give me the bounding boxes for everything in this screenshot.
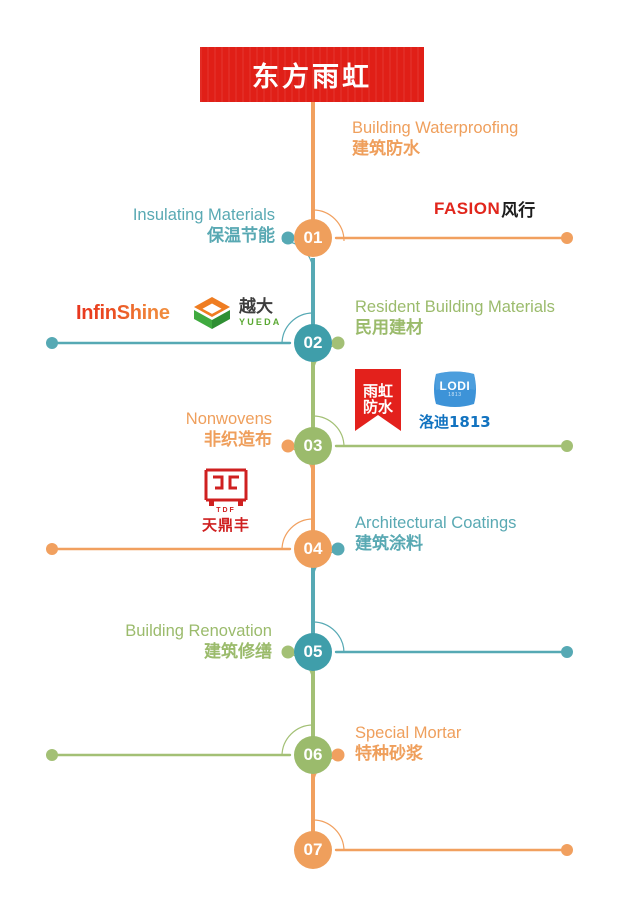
branch-dot-insulating bbox=[281, 231, 295, 245]
node-arc-06-upper bbox=[281, 724, 314, 757]
label-insulating-materials: Insulating Materials 保温节能 bbox=[133, 205, 275, 247]
branch-endpoint-07 bbox=[561, 844, 573, 856]
infinshine-wordmark: InfinShine bbox=[76, 302, 170, 324]
label-building-renovation: Building Renovation 建筑修缮 bbox=[125, 621, 272, 663]
branch-dot-nonwovens bbox=[281, 439, 295, 453]
node-04[interactable]: 04 bbox=[294, 530, 332, 568]
label-en-waterproofing: Building Waterproofing bbox=[352, 119, 519, 137]
label-cn-coatings: 建筑涂料 bbox=[355, 534, 423, 555]
yuhong-chinese-name: 雨虹 防水 bbox=[362, 382, 393, 416]
yuhong-line-2: 防水 bbox=[362, 398, 393, 416]
logo-yuhong: 雨虹 防水 bbox=[355, 369, 401, 431]
logo-tdf: TDF 天鼎丰 bbox=[198, 466, 254, 535]
node-05[interactable]: 05 bbox=[294, 633, 332, 671]
tdf-ding-icon bbox=[198, 466, 254, 506]
logo-infinshine: InfinShine bbox=[76, 302, 170, 325]
yueda-chinese-name: 越大 bbox=[239, 297, 273, 317]
node-arc-01-upper bbox=[312, 209, 345, 242]
fasion-wordmark: FASION bbox=[434, 198, 501, 218]
label-cn-insulating: 保温节能 bbox=[207, 226, 275, 247]
branch-endpoint-05 bbox=[561, 646, 573, 658]
node-07[interactable]: 07 bbox=[294, 831, 332, 869]
brand-banner: 东方雨虹 bbox=[200, 47, 424, 102]
label-en-renovation: Building Renovation bbox=[125, 622, 272, 640]
label-cn-resident: 民用建材 bbox=[355, 318, 423, 339]
tdf-latin-name: TDF bbox=[216, 507, 236, 514]
label-special-mortar: Special Mortar 特种砂浆 bbox=[355, 723, 461, 765]
lodi-chinese-name: 洛迪1813 bbox=[419, 413, 491, 431]
label-en-nonwovens: Nonwovens bbox=[185, 410, 272, 428]
node-arc-05-upper bbox=[312, 621, 345, 654]
label-cn-waterproofing: 建筑防水 bbox=[352, 139, 420, 160]
node-06[interactable]: 06 bbox=[294, 736, 332, 774]
yueda-diamond-icon bbox=[192, 296, 232, 330]
node-arc-07-upper bbox=[312, 819, 345, 852]
lodi-year: 1813 bbox=[448, 392, 462, 398]
logo-lodi: LODI 1813 洛迪1813 bbox=[419, 370, 491, 432]
label-cn-nonwovens: 非织造布 bbox=[204, 430, 272, 451]
tdf-chinese-name: 天鼎丰 bbox=[201, 516, 250, 534]
branch-endpoint-02 bbox=[46, 337, 58, 349]
fasion-chinese-name: 风行 bbox=[501, 201, 536, 221]
yueda-text: 越大 YUEDA bbox=[239, 299, 282, 327]
node-01[interactable]: 01 bbox=[294, 219, 332, 257]
label-nonwovens: Nonwovens 非织造布 bbox=[186, 409, 272, 451]
label-cn-renovation: 建筑修缮 bbox=[204, 642, 272, 663]
node-02[interactable]: 02 bbox=[294, 324, 332, 362]
logo-fasion: FASION 风行 bbox=[434, 196, 536, 222]
branch-dot-mortar bbox=[331, 748, 345, 762]
branch-dot-coatings bbox=[331, 542, 345, 556]
node-arc-03-upper bbox=[312, 415, 345, 448]
label-cn-mortar: 特种砂浆 bbox=[355, 744, 423, 765]
lodi-wordmark: LODI bbox=[439, 379, 471, 393]
node-arc-02-upper bbox=[281, 312, 314, 345]
brand-name: 东方雨虹 bbox=[252, 62, 372, 93]
node-arc-04-upper bbox=[281, 518, 314, 551]
label-en-mortar: Special Mortar bbox=[355, 724, 462, 742]
branch-endpoint-03 bbox=[561, 440, 573, 452]
branch-endpoint-01 bbox=[561, 232, 573, 244]
logo-yueda: 越大 YUEDA bbox=[192, 296, 282, 330]
lodi-badge-icon: LODI 1813 bbox=[431, 370, 479, 410]
label-en-insulating: Insulating Materials bbox=[132, 206, 275, 224]
label-architectural-coatings: Architectural Coatings 建筑涂料 bbox=[355, 513, 516, 555]
branch-dot-resident bbox=[331, 336, 345, 350]
yueda-latin-name: YUEDA bbox=[239, 317, 282, 327]
banner-stripes bbox=[200, 47, 424, 102]
branch-dot-renovation bbox=[281, 645, 295, 659]
label-resident-building-materials: Resident Building Materials 民用建材 bbox=[355, 297, 555, 339]
yuhong-line-1: 雨虹 bbox=[362, 382, 393, 401]
branch-endpoint-04 bbox=[46, 543, 58, 555]
node-03[interactable]: 03 bbox=[294, 427, 332, 465]
branch-endpoint-06 bbox=[46, 749, 58, 761]
label-en-coatings: Architectural Coatings bbox=[355, 514, 517, 532]
label-building-waterproofing: Building Waterproofing 建筑防水 bbox=[352, 118, 518, 160]
yuhong-banner-icon: 雨虹 防水 bbox=[355, 369, 401, 431]
label-en-resident: Resident Building Materials bbox=[355, 298, 555, 316]
